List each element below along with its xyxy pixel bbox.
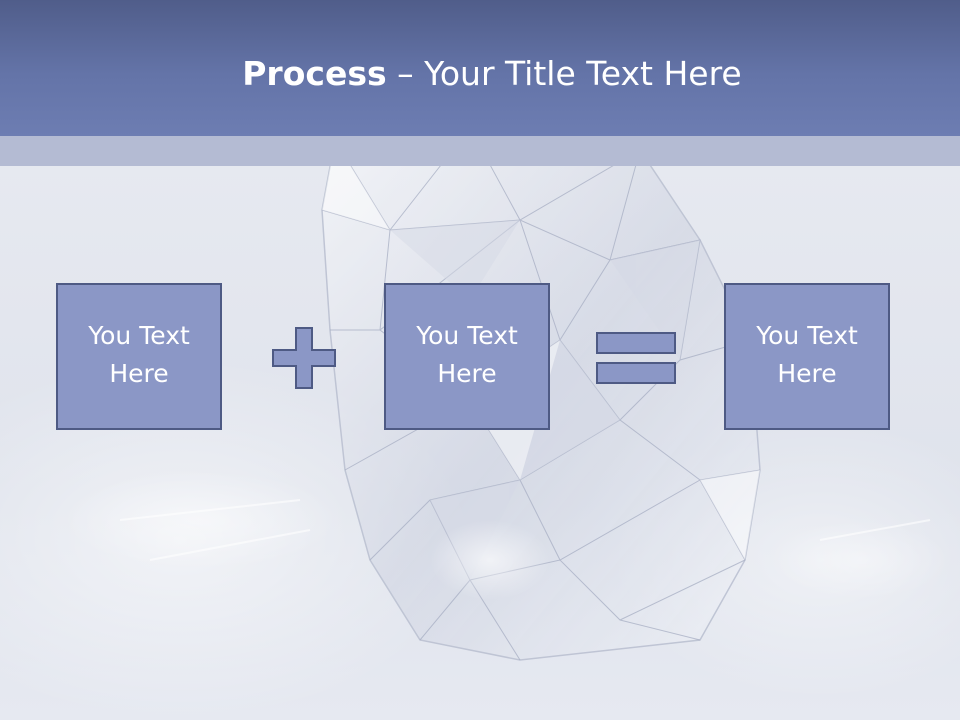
plus-icon	[272, 327, 336, 389]
process-box-1-line2: Here	[109, 358, 169, 388]
equals-icon	[596, 332, 676, 384]
process-box-1-line1: You Text	[88, 320, 190, 350]
process-box-3-line2: Here	[777, 358, 837, 388]
process-box-2-line2: Here	[437, 358, 497, 388]
slide-title: Process – Your Title Text Here	[0, 48, 960, 100]
process-box-2-line1: You Text	[416, 320, 518, 350]
header-stripe	[0, 136, 960, 166]
title-rest-text: – Your Title Text Here	[386, 54, 742, 93]
header-band	[0, 0, 960, 136]
title-bold-text: Process	[242, 54, 387, 93]
process-box-3-line1: You Text	[756, 320, 858, 350]
